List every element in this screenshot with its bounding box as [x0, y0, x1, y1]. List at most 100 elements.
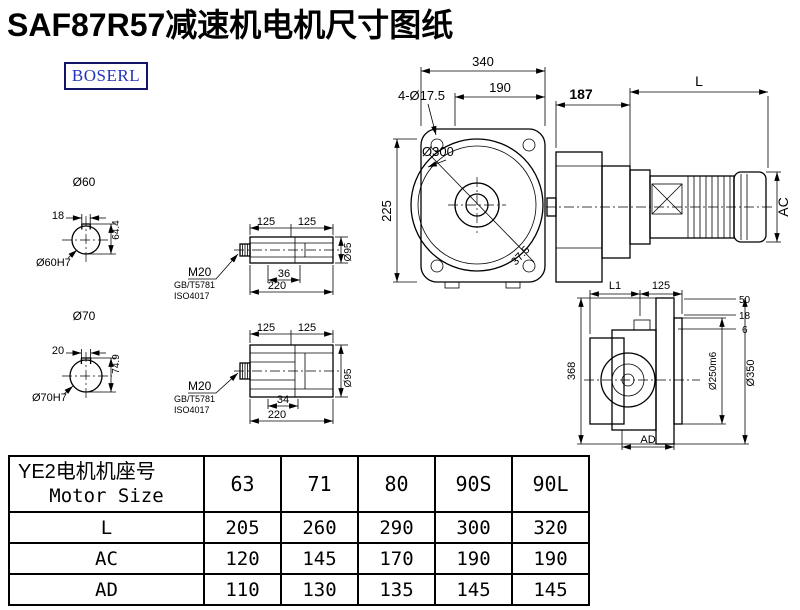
table-header-size-90l: 90L: [511, 455, 590, 513]
rear-shaft-center: [621, 373, 635, 387]
bolt-hole-top-right: [522, 138, 536, 152]
bolt-holes-callout: 4-Ø17.5: [398, 88, 445, 103]
shaft-bottom-dim125b-label: 125: [298, 322, 316, 334]
shaft-top-std1-label: GB/T5781: [174, 280, 215, 290]
table-cell: 145: [434, 573, 513, 606]
dim-37-5-label: 37.5: [509, 244, 532, 268]
table-row-ad: AD 110 130 135 145 145: [8, 573, 590, 606]
row-label-ad: AD: [8, 573, 205, 606]
shaft70-bore-label: Ø70H7: [32, 392, 67, 404]
rear-bearing-inner: [611, 363, 645, 397]
table-cell: 260: [280, 511, 359, 544]
shaft60-key-width-label: 18: [52, 210, 64, 222]
shaft-top-dim220-label: 220: [268, 280, 286, 292]
table-header-size-90s: 90S: [434, 455, 513, 513]
flange-dia-callout: Ø300: [422, 144, 454, 159]
table-header-motor-size: YE2电机机座号 Motor Size: [8, 455, 205, 513]
table-cell: 145: [511, 573, 590, 606]
dim-190-label: 190: [489, 80, 511, 95]
vent-plug: [633, 319, 651, 331]
row-label-l: L: [8, 511, 205, 544]
hollow-shaft-bottom: 125 125 34 220 Ø95 M20 GB/T5781 ISO4017: [174, 322, 354, 424]
rear-body-left: [589, 337, 625, 425]
shaft-bottom-dim220-label: 220: [268, 409, 286, 421]
header-chinese: YE2电机机座号: [18, 461, 156, 484]
shaft-section-70: 20 74.9 Ø70 Ø70H7: [32, 309, 122, 404]
front-view: 340 190 4-Ø17.5 Ø300 225 37.5: [379, 54, 546, 289]
dim-340-label: 340: [472, 54, 494, 69]
dim-368-label: 368: [566, 362, 578, 380]
table-header-size-63: 63: [203, 455, 282, 513]
shaft-bottom-dim125a-label: 125: [257, 322, 275, 334]
table-cell: 130: [280, 573, 359, 606]
housing-outline: [420, 128, 546, 283]
shaft60-key-height-label: 64.4: [111, 220, 122, 240]
fan-cover: [733, 171, 767, 243]
dim-l1-label: L1: [609, 280, 621, 292]
bolt-hole-bottom-right: [522, 259, 536, 273]
table-cell: 170: [357, 542, 436, 575]
table-cell: 290: [357, 511, 436, 544]
shaft-bottom-dia95-label: Ø95: [343, 368, 354, 387]
table-header-size-80: 80: [357, 455, 436, 513]
flange-spigot: [673, 317, 683, 425]
dia-350-label: Ø350: [745, 360, 757, 387]
motor-fins: [687, 176, 731, 238]
flange-circle: [410, 138, 544, 272]
table-row-ac: AC 120 145 170 190 190: [8, 542, 590, 575]
shaft-bottom-thread-label: M20: [188, 379, 212, 393]
shaft70-dia-label: Ø70: [73, 309, 96, 323]
shaft-section-60: 18 64.4 Ø60 Ø60H7: [36, 175, 122, 269]
shaft-top-dia95-label: Ø95: [343, 242, 354, 261]
header-english: Motor Size: [49, 485, 164, 508]
dim-225-label: 225: [379, 200, 394, 222]
table-header-row: YE2电机机座号 Motor Size 63 71 80 90S 90L: [8, 455, 590, 513]
table-cell: 110: [203, 573, 282, 606]
foot-right: [505, 281, 521, 289]
flange-plate: [655, 297, 675, 445]
table-cell: 300: [434, 511, 513, 544]
foot-left: [444, 281, 460, 289]
dim-ac-label: AC: [775, 197, 791, 216]
dia-250m6-label: Ø250m6: [708, 351, 719, 390]
flange-inner-circle: [417, 145, 537, 265]
boserl-logo: BOSERL: [64, 62, 148, 90]
shaft-top-dim125a-label: 125: [257, 216, 275, 228]
motor-size-table: YE2电机机座号 Motor Size 63 71 80 90S 90L L 2…: [8, 455, 590, 606]
dim-ad-label: AD: [640, 434, 655, 446]
rear-view: 368 L1 125 50 18 6 Ø250m6 Ø350: [566, 280, 757, 450]
gearbox-step: [601, 165, 631, 259]
table-row-l: L 205 260 290 300 320: [8, 511, 590, 544]
table-cell: 320: [511, 511, 590, 544]
bolt-hole-top-left: [430, 138, 444, 152]
row-label-ac: AC: [8, 542, 205, 575]
shaft-bottom-std2-label: ISO4017: [174, 405, 210, 415]
terminal-box: [651, 183, 683, 215]
gearbox-body: [555, 151, 603, 283]
rear-bearing-circle: [600, 352, 656, 408]
dim-187-label: 187: [569, 86, 593, 102]
table-cell: 135: [357, 573, 436, 606]
shaft-top-dim125b-label: 125: [298, 216, 316, 228]
section-diagonal: [428, 153, 535, 263]
shaft-bottom-std1-label: GB/T5781: [174, 394, 215, 404]
table-cell: 145: [280, 542, 359, 575]
boserl-logo-text: BOSERL: [71, 66, 141, 85]
table-cell: 205: [203, 511, 282, 544]
table-cell: 190: [511, 542, 590, 575]
hollow-shaft-top: 125 125 36 220 Ø95 M20 GB/T5781 ISO4017: [174, 216, 354, 301]
dim-l-label: L: [695, 73, 703, 89]
table-cell: 120: [203, 542, 282, 575]
shaft70-key-height-label: 74.9: [111, 354, 122, 374]
shaft60-dia-label: Ø60: [73, 175, 96, 189]
page-title: SAF87R57减速机电机尺寸图纸: [7, 7, 454, 43]
table-header-size-71: 71: [280, 455, 359, 513]
shaft60-bore-label: Ø60H7: [36, 257, 71, 269]
dim-125-label: 125: [652, 280, 670, 292]
shaft70-key-width-label: 20: [52, 345, 64, 357]
bolt-hole-bottom-left: [430, 259, 444, 273]
table-cell: 190: [434, 542, 513, 575]
shaft-top-std2-label: ISO4017: [174, 291, 210, 301]
